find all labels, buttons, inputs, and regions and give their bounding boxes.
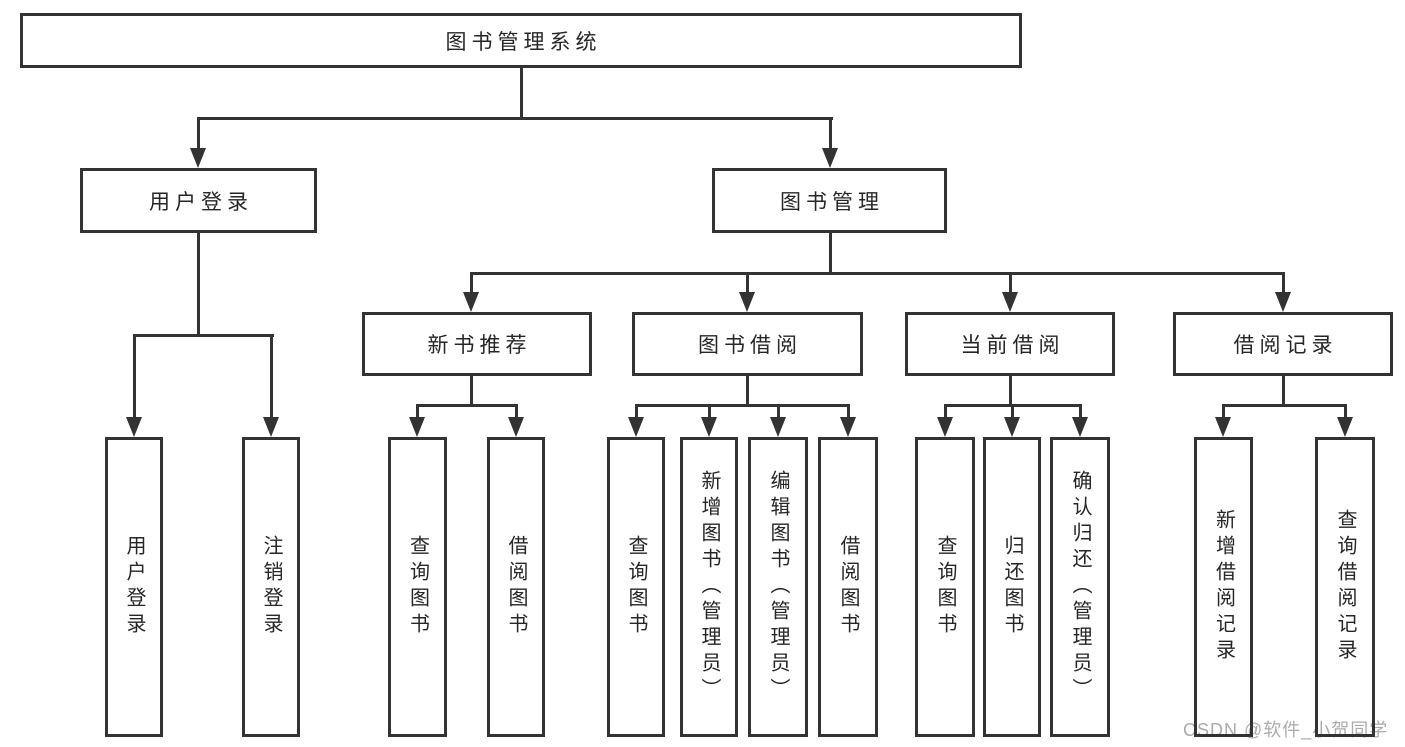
arrow-down-icon bbox=[263, 417, 279, 437]
arrow-down-icon bbox=[701, 417, 717, 437]
connector-drop-book-borrow bbox=[746, 272, 749, 294]
connector-book-borrow-stub bbox=[746, 376, 749, 407]
leaf-records-query-label: 查询借阅记录 bbox=[1334, 509, 1356, 665]
arrow-down-icon bbox=[126, 417, 142, 437]
connector-drop-leaf bbox=[416, 404, 419, 419]
arrow-down-icon bbox=[190, 148, 206, 168]
arrow-down-icon bbox=[822, 148, 838, 168]
leaf-borrow-edit-admin-label: 编辑图书（管理员） bbox=[767, 470, 789, 704]
leaf-newbook-borrow: 借阅图书 bbox=[487, 437, 545, 737]
connector-user-login-stub bbox=[197, 233, 200, 337]
connector-drop-book-mgmt bbox=[829, 117, 832, 150]
connector-drop-leaf bbox=[944, 404, 947, 419]
arrow-down-icon bbox=[1215, 417, 1231, 437]
arrow-down-icon bbox=[770, 417, 786, 437]
connector-drop-leaf bbox=[270, 334, 273, 419]
arrow-down-icon bbox=[937, 417, 953, 437]
connector-book-mgmt-stub bbox=[829, 233, 832, 275]
connector-drop-leaf bbox=[1222, 404, 1225, 419]
node-new-book-rec: 新书推荐 bbox=[362, 312, 592, 376]
connector-drop-user-login bbox=[197, 117, 200, 150]
connector-drop-new-book bbox=[470, 272, 473, 294]
node-borrow-records: 借阅记录 bbox=[1173, 312, 1393, 376]
leaf-borrow-borrow: 借阅图书 bbox=[818, 437, 878, 737]
arrow-down-icon bbox=[1337, 417, 1353, 437]
leaf-current-query-label: 查询图书 bbox=[934, 535, 956, 639]
arrow-down-icon bbox=[508, 417, 524, 437]
leaf-current-return: 归还图书 bbox=[983, 437, 1041, 737]
connector-drop-leaf bbox=[133, 334, 136, 419]
leaf-borrow-query: 查询图书 bbox=[607, 437, 665, 737]
leaf-current-confirm-admin-label: 确认归还（管理员） bbox=[1069, 470, 1091, 704]
arrow-down-icon bbox=[840, 417, 856, 437]
connector-drop-leaf bbox=[777, 404, 780, 419]
connector-root-stub bbox=[520, 68, 523, 119]
arrow-down-icon bbox=[739, 292, 755, 312]
leaf-records-query: 查询借阅记录 bbox=[1315, 437, 1375, 737]
connector-drop-leaf bbox=[1079, 404, 1082, 419]
leaf-logout: 注销登录 bbox=[242, 437, 300, 737]
node-user-login-label: 用户登录 bbox=[149, 190, 253, 214]
arrow-down-icon bbox=[628, 417, 644, 437]
connector-user-login-split bbox=[133, 334, 274, 337]
leaf-records-add-label: 新增借阅记录 bbox=[1212, 509, 1235, 665]
node-current-borrow-label: 当前借阅 bbox=[960, 334, 1065, 357]
connector-drop-leaf bbox=[515, 404, 518, 419]
arrow-down-icon bbox=[409, 417, 425, 437]
leaf-newbook-query-label: 查询图书 bbox=[406, 535, 429, 639]
connector-new-book-stub bbox=[470, 376, 473, 407]
leaf-borrow-add-admin-label: 新增图书（管理员） bbox=[698, 470, 720, 704]
connector-drop-borrow-records bbox=[1282, 272, 1285, 294]
leaf-borrow-add-admin: 新增图书（管理员） bbox=[680, 437, 738, 737]
arrow-down-icon bbox=[1072, 417, 1088, 437]
arrow-down-icon bbox=[463, 292, 479, 312]
node-root: 图书管理系统 bbox=[20, 13, 1022, 68]
arrow-down-icon bbox=[1004, 417, 1020, 437]
connector-drop-leaf bbox=[708, 404, 711, 419]
connector-borrow-records-stub bbox=[1282, 376, 1285, 407]
node-root-label: 图书管理系统 bbox=[445, 30, 602, 54]
leaf-borrow-borrow-label: 借阅图书 bbox=[837, 535, 859, 639]
leaf-logout-label: 注销登录 bbox=[260, 535, 282, 639]
leaf-newbook-borrow-label: 借阅图书 bbox=[505, 535, 527, 639]
connector-book-borrow-split bbox=[635, 404, 849, 407]
leaf-user-login: 用户登录 bbox=[105, 437, 163, 737]
node-new-book-rec-label: 新书推荐 bbox=[427, 334, 532, 357]
connector-drop-leaf bbox=[1011, 404, 1014, 419]
node-user-login: 用户登录 bbox=[80, 168, 317, 233]
connector-drop-current-borrow bbox=[1009, 272, 1012, 294]
connector-new-book-split bbox=[416, 404, 517, 407]
connector-root-split bbox=[197, 117, 833, 120]
leaf-newbook-query: 查询图书 bbox=[388, 437, 447, 737]
arrow-down-icon bbox=[1002, 292, 1018, 312]
node-current-borrow: 当前借阅 bbox=[905, 312, 1115, 376]
connector-current-borrow-stub bbox=[1009, 376, 1012, 407]
connector-borrow-records-split bbox=[1222, 404, 1346, 407]
leaf-current-return-label: 归还图书 bbox=[1001, 535, 1023, 639]
leaf-user-login-label: 用户登录 bbox=[123, 535, 145, 639]
leaf-current-confirm-admin: 确认归还（管理员） bbox=[1050, 437, 1110, 737]
leaf-current-query: 查询图书 bbox=[915, 437, 975, 737]
node-borrow-records-label: 借阅记录 bbox=[1233, 334, 1338, 357]
connector-drop-leaf bbox=[1344, 404, 1347, 419]
node-book-mgmt: 图书管理 bbox=[712, 168, 947, 233]
leaf-borrow-edit-admin: 编辑图书（管理员） bbox=[748, 437, 808, 737]
node-book-mgmt-label: 图书管理 bbox=[780, 190, 884, 214]
connector-drop-leaf bbox=[847, 404, 850, 419]
connector-book-mgmt-split bbox=[470, 272, 1285, 275]
leaf-records-add: 新增借阅记录 bbox=[1194, 437, 1253, 737]
node-book-borrow: 图书借阅 bbox=[632, 312, 863, 376]
leaf-borrow-query-label: 查询图书 bbox=[625, 535, 647, 639]
connector-drop-leaf bbox=[635, 404, 638, 419]
node-book-borrow-label: 图书借阅 bbox=[698, 334, 802, 357]
arrow-down-icon bbox=[1275, 292, 1291, 312]
